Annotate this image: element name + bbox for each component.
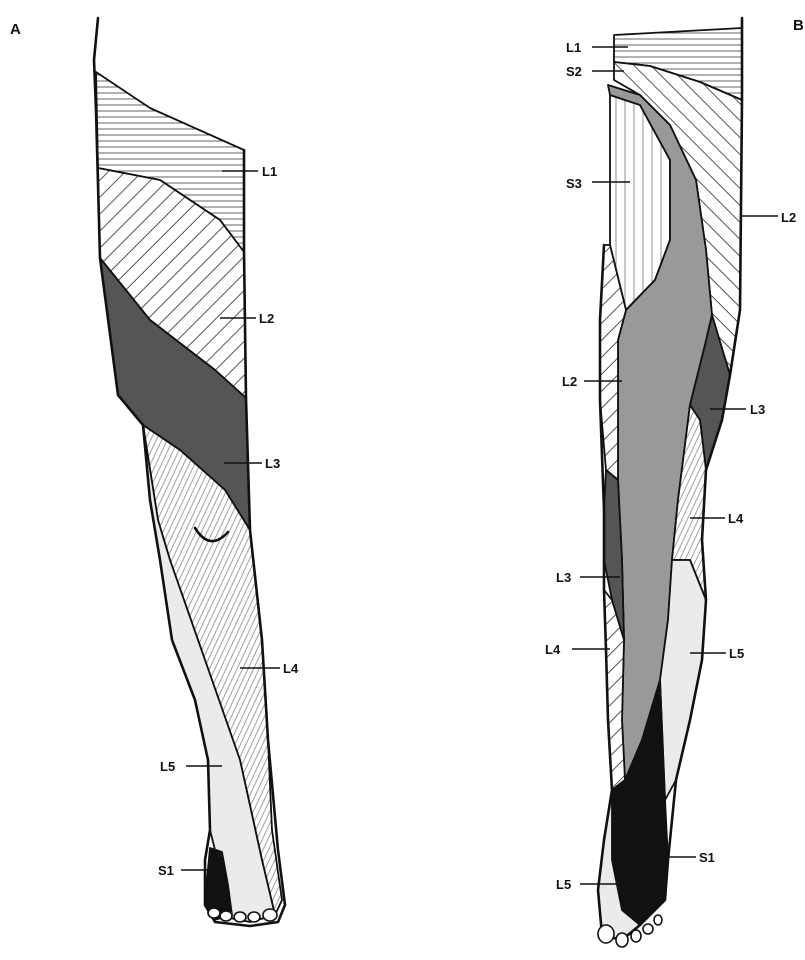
label-b-l3-right: L3	[750, 402, 765, 417]
panel-b: B L1	[545, 17, 804, 947]
label-b-l5-right: L5	[729, 646, 744, 661]
label-a-l5: L5	[160, 759, 175, 774]
label-a-l4: L4	[283, 661, 299, 676]
label-b-s1: S1	[699, 850, 715, 865]
panel-a-letter: A	[10, 21, 21, 38]
label-b-s2: S2	[566, 64, 582, 79]
label-a-l2: L2	[259, 311, 274, 326]
label-a-s1: S1	[158, 863, 174, 878]
label-b-l2-right: L2	[781, 210, 796, 225]
label-b-l2-thigh: L2	[562, 374, 577, 389]
label-b-s3: S3	[566, 176, 582, 191]
label-b-l5-foot: L5	[556, 877, 571, 892]
label-b-l1: L1	[566, 40, 581, 55]
label-b-l4-left: L4	[545, 642, 561, 657]
panel-a: A L1 L2 L3 L4 L5	[10, 18, 299, 926]
panel-b-letter: B	[793, 17, 804, 34]
label-a-l3: L3	[265, 456, 280, 471]
label-a-l1: L1	[262, 164, 277, 179]
label-b-l4-right: L4	[728, 511, 744, 526]
label-b-l3-left: L3	[556, 570, 571, 585]
